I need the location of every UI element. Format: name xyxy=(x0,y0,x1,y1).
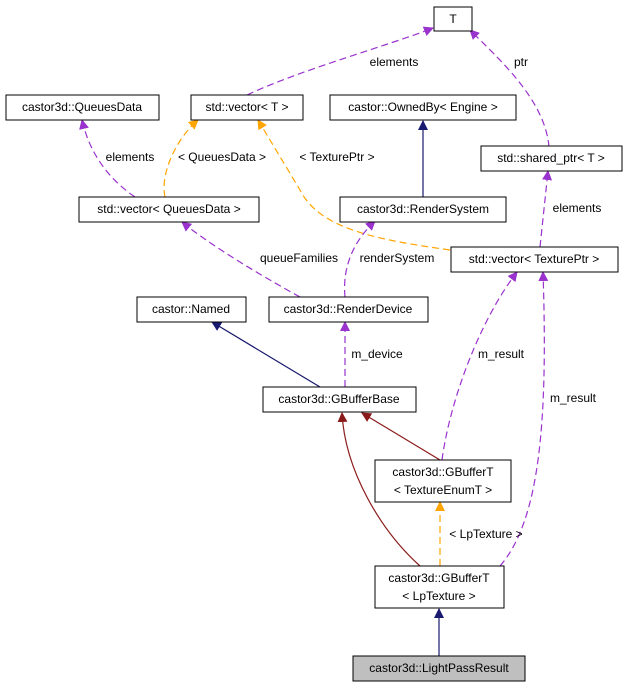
edge-queuesdata-template xyxy=(163,119,199,198)
node-label: castor3d::LightPassResult xyxy=(369,661,509,675)
node-castor3d-gbuffert-textureenumt[interactable]: castor3d::GBufferT < TextureEnumT > xyxy=(374,459,512,503)
edge-label-textureptr-tpl: < TexturePtr > xyxy=(299,150,374,164)
edge-label-rendersystem: renderSystem xyxy=(360,251,435,265)
node-label: castor3d::RenderDevice xyxy=(284,302,413,316)
edge-label-elements-qd: elements xyxy=(106,150,155,164)
node-std-vector-textureptr[interactable]: std::vector< TexturePtr > xyxy=(450,246,619,273)
edge-elements-to-T xyxy=(246,26,434,96)
node-castor3d-renderdevice[interactable]: castor3d::RenderDevice xyxy=(268,296,429,323)
node-T[interactable]: T xyxy=(433,6,473,32)
edge-gbuffert-lp-inherits-base xyxy=(337,412,421,567)
node-castor3d-queuesdata[interactable]: castor3d::QueuesData xyxy=(5,94,160,121)
edge-label-ptr: ptr xyxy=(514,55,528,69)
node-label: T xyxy=(449,12,457,26)
edge-elements-to-sharedptr xyxy=(539,170,553,248)
node-label: std::vector< TexturePtr > xyxy=(469,252,600,266)
node-label-line-2: < TextureEnumT > xyxy=(394,483,492,497)
node-std-vector-t[interactable]: std::vector< T > xyxy=(190,94,304,121)
edge-ptr-to-T xyxy=(469,29,550,148)
node-std-shared-ptr-t[interactable]: std::shared_ptr< T > xyxy=(480,145,623,172)
edge-gbufferbase-inherits-named xyxy=(211,321,321,388)
edge-label-m-result-1: m_result xyxy=(478,347,525,361)
edge-textureptr-template xyxy=(257,119,451,251)
edge-label-m-result-2: m_result xyxy=(550,391,597,405)
node-label: castor3d::GBufferBase xyxy=(278,392,400,406)
edge-elements-to-queuesdata xyxy=(79,119,136,198)
edge-label-queuefamilies: queueFamilies xyxy=(260,251,338,265)
edge-label-m-device: m_device xyxy=(351,347,403,361)
node-label: castor3d::QueuesData xyxy=(22,100,142,114)
node-label: std::vector< T > xyxy=(206,100,289,114)
edge-label-queuesdata-tpl: < QueuesData > xyxy=(178,150,266,164)
node-castor-named[interactable]: castor::Named xyxy=(136,296,247,323)
node-label: std::vector< QueuesData > xyxy=(97,202,240,216)
node-label: std::shared_ptr< T > xyxy=(497,151,605,165)
node-label-line-2: < LpTexture > xyxy=(402,589,475,603)
node-label-line-1: castor3d::GBufferT xyxy=(388,571,490,585)
edge-label-lptexture-tpl: < LpTexture > xyxy=(449,527,522,541)
node-castor3d-gbufferbase[interactable]: castor3d::GBufferBase xyxy=(262,386,417,413)
node-label: castor::OwnedBy< Engine > xyxy=(348,100,497,114)
node-castor3d-rendersystem[interactable]: castor3d::RenderSystem xyxy=(339,196,507,223)
node-castor-ownedby-engine[interactable]: castor::OwnedBy< Engine > xyxy=(329,94,517,121)
node-label-line-1: castor3d::GBufferT xyxy=(392,465,494,479)
node-castor3d-lightpassresult[interactable]: castor3d::LightPassResult xyxy=(352,655,526,682)
node-label: castor::Named xyxy=(152,302,230,316)
edge-m-result-lp xyxy=(499,271,549,567)
edge-label-elements-T: elements xyxy=(370,55,419,69)
edge-queuefamilies xyxy=(181,221,301,298)
node-std-vector-queuesdata[interactable]: std::vector< QueuesData > xyxy=(78,196,260,223)
node-castor3d-gbuffert-lptexture[interactable]: castor3d::GBufferT < LpTexture > xyxy=(374,565,505,609)
edge-label-elements-sp: elements xyxy=(553,201,602,215)
edge-gbuffert-enum-inherits-base xyxy=(361,412,441,461)
node-label: castor3d::RenderSystem xyxy=(357,202,489,216)
edge-m-result-enum xyxy=(441,271,518,461)
